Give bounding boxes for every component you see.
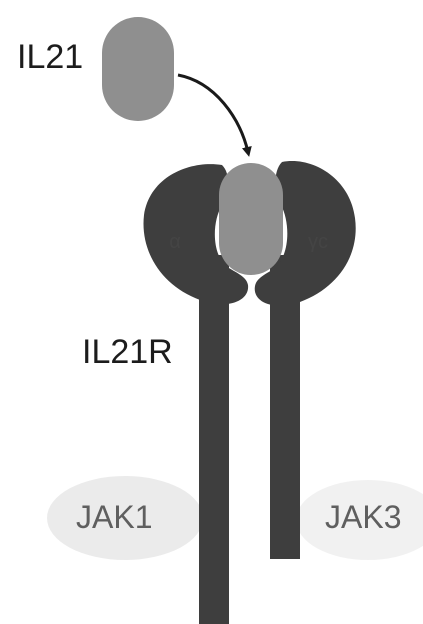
il21-label: IL21 [17, 38, 83, 76]
il21r-label: IL21R [82, 333, 173, 371]
il21r-alpha-chain-stem [199, 255, 229, 624]
bound-il21-ligand [219, 163, 283, 275]
gamma-c-chain-label: γc [308, 231, 328, 253]
alpha-chain-label: α [169, 231, 181, 253]
jak1-label: JAK1 [76, 499, 152, 535]
jak3-label: JAK3 [325, 499, 401, 535]
binding-arrow [178, 75, 248, 152]
free-il21-ligand [102, 17, 174, 121]
